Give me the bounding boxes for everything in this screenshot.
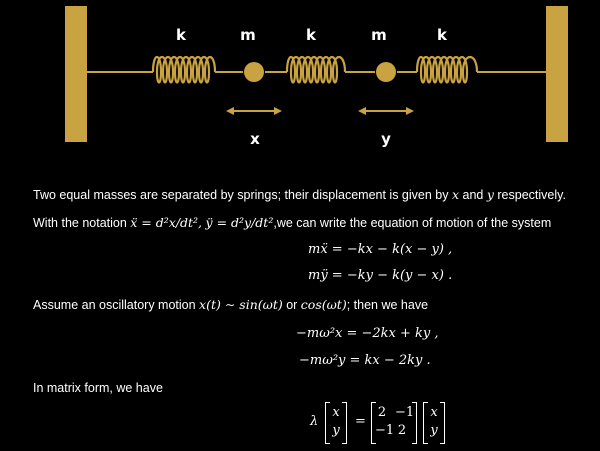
var-y: y	[486, 187, 494, 202]
intro-text-and: and	[459, 188, 487, 202]
displacement-arrow-y	[358, 107, 414, 115]
intro-text-b: respectively.	[493, 188, 566, 202]
notation-y: ÿ = d²y/dt²	[205, 215, 274, 230]
matrix-cell-21: −1	[375, 423, 395, 438]
diagram-drawing	[87, 55, 546, 115]
spring-1	[151, 55, 217, 84]
displacement-arrow-x	[226, 107, 282, 115]
osc-text-or: or	[282, 298, 301, 312]
osc-sin: x(t) ∼ sin(ωt)	[199, 297, 283, 312]
spring-label-k1: k	[176, 26, 186, 44]
paragraph-oscillatory: Assume an oscillatory motion x(t) ∼ sin(…	[33, 297, 428, 312]
intro-text-a: Two equal masses are separated by spring…	[33, 188, 452, 202]
equation-osc-1: −mω²x = −2kx + ky ,	[296, 326, 439, 341]
lambda-symbol: λ	[310, 414, 319, 429]
spring-3	[415, 55, 479, 84]
notation-x: ẍ = d²x/dt²,	[130, 215, 203, 230]
paragraph-matrix: In matrix form, we have	[33, 381, 163, 395]
mass-2	[376, 62, 396, 82]
paragraph-intro: Two equal masses are separated by spring…	[33, 187, 566, 202]
equation-motion-1: mẍ = −kx − k(x − y) ,	[308, 242, 453, 257]
vector-left: x y	[325, 402, 347, 444]
spring-label-k2: k	[306, 26, 316, 44]
displacement-label-y: y	[381, 130, 391, 148]
matrix-coefficients: 2 −1 −1 2	[371, 402, 417, 444]
osc-cos: cos(ωt)	[300, 297, 347, 312]
notation-text-a: With the notation	[33, 216, 131, 230]
vector-right-y: y	[430, 423, 438, 438]
matrix-cell-12: −1	[395, 405, 415, 420]
left-wall	[65, 6, 87, 142]
displacement-label-x: x	[250, 130, 260, 148]
osc-text-b: ; then we have	[346, 298, 429, 312]
vector-left-y: y	[332, 423, 340, 438]
mass-label-m2: m	[371, 26, 387, 44]
equation-osc-2: −mω²y = kx − 2ky .	[299, 353, 431, 368]
vector-left-x: x	[332, 405, 340, 420]
var-x: x	[451, 187, 460, 202]
spring-2	[285, 55, 347, 84]
mass-1	[244, 62, 264, 82]
notation-text-b: ,we can write the equation of motion of …	[273, 216, 552, 230]
osc-text-a: Assume an oscillatory motion	[33, 298, 200, 312]
vector-right-x: x	[430, 405, 438, 420]
equals-sign: =	[355, 414, 366, 429]
equation-motion-2: mÿ = −ky − k(y − x) .	[308, 268, 453, 283]
matrix-cell-11: 2	[377, 405, 387, 420]
spring-label-k3: k	[437, 26, 447, 44]
matrix-cell-22: 2	[397, 423, 407, 438]
right-wall	[546, 6, 568, 142]
spring-mass-diagram: k m k m k x y	[0, 0, 600, 180]
vector-right: x y	[423, 402, 445, 444]
mass-label-m1: m	[240, 26, 256, 44]
paragraph-notation: With the notation ẍ = d²x/dt², ÿ = d²y/d…	[33, 215, 551, 230]
